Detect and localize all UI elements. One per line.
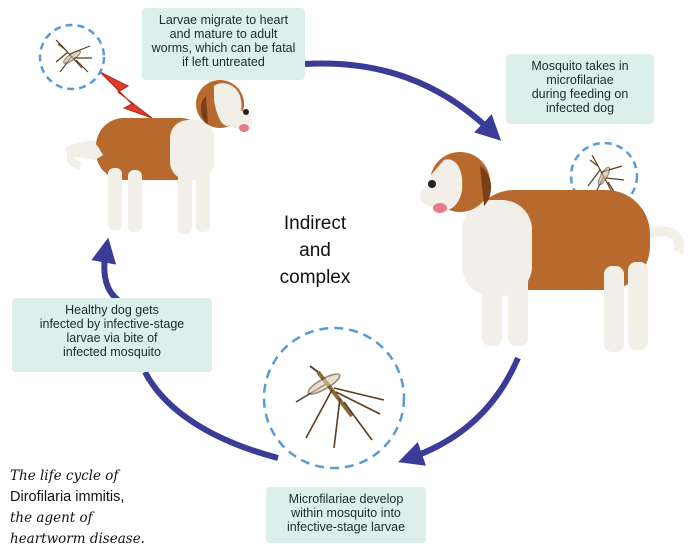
step-left-line-2: infected by infective-stage: [39, 317, 185, 331]
caption-line-3: the agent of: [10, 510, 93, 526]
step-box-top: Larvae migrate to heart and mature to ad…: [142, 8, 305, 80]
dog-illustration-left: [65, 80, 252, 234]
step-top-line-4: if left untreated: [182, 55, 265, 69]
caption-line-1: The life cycle of: [10, 468, 119, 484]
step-top-line-2: and mature to adult: [169, 27, 278, 41]
step-box-left: Healthy dog gets infected by infective-s…: [12, 298, 212, 372]
step-bottom-line-2: within mosquito into: [291, 506, 401, 520]
caption-line-2: Dirofilaria immitis,: [10, 489, 125, 505]
mosquito-icon: [587, 154, 625, 199]
arrow-top-to-right: [304, 60, 502, 141]
step-right-line-3: during feeding on: [531, 87, 629, 101]
step-right-line-4: infected dog: [545, 101, 615, 115]
step-top-line-3: worms, which can be fatal: [151, 41, 296, 55]
mosquito-icon: [295, 365, 385, 449]
step-bottom-line-3: infective-stage larvae: [286, 520, 406, 534]
step-bottom-line-1: Microfilariae develop: [288, 492, 404, 506]
dog-illustration-right: [420, 152, 685, 352]
center-label: Indirect and complex: [250, 210, 380, 291]
figure-caption: The life cycle of Dirofilaria immitis, t…: [10, 466, 210, 550]
step-box-right: Mosquito takes in microfilariae during f…: [506, 54, 654, 124]
caption-line-4: heartworm disease.: [10, 531, 145, 547]
mosquito-ring-large: [262, 326, 406, 470]
step-top-line-1: Larvae migrate to heart: [158, 13, 289, 27]
center-line-2: and: [299, 240, 331, 261]
step-left-line-1: Healthy dog gets: [65, 303, 159, 317]
center-line-3: complex: [279, 267, 351, 288]
arrow-bottom-to-left: [142, 370, 279, 461]
step-box-bottom: Microfilariae develop within mosquito in…: [266, 487, 426, 543]
mosquito-icon: [55, 39, 92, 73]
step-right-line-1: Mosquito takes in: [531, 59, 629, 73]
arrow-left-to-top: [91, 237, 121, 303]
mosquito-ring-small-left: [38, 23, 106, 91]
step-right-line-2: microfilariae: [546, 73, 614, 87]
arrow-right-to-bottom: [398, 356, 521, 466]
center-line-1: Indirect: [283, 213, 347, 234]
step-left-line-4: infected mosquito: [63, 345, 161, 359]
step-left-line-3: larvae via bite of: [66, 331, 158, 345]
